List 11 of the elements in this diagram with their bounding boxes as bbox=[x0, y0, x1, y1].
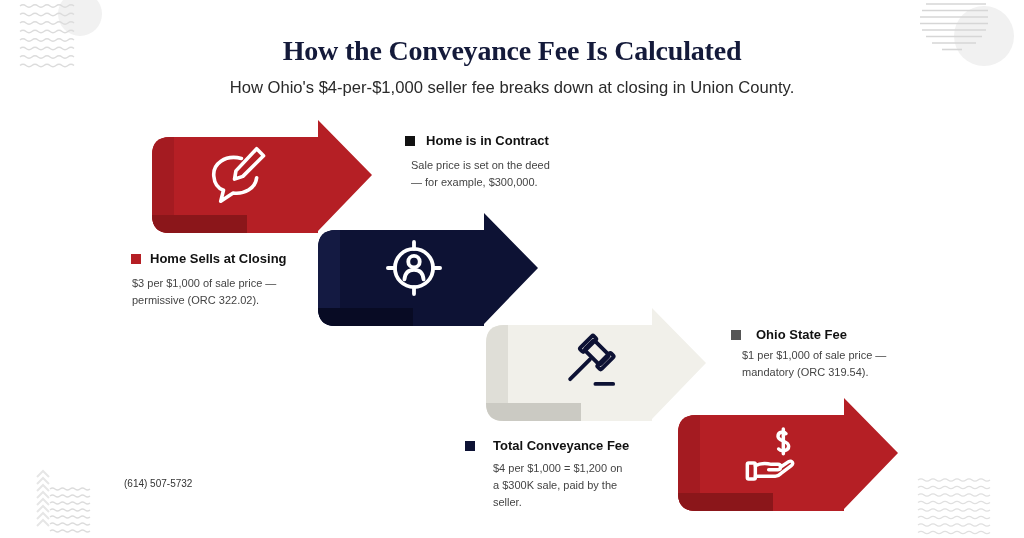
step-heading: Ohio State Fee bbox=[756, 327, 848, 343]
page-title: How the Conveyance Fee Is Calculated bbox=[282, 34, 742, 68]
phone-number: (614) 507-5732 bbox=[124, 477, 193, 490]
step-heading: Total Conveyance Fee bbox=[493, 438, 630, 454]
step-description: $3 per $1,000 of sale price — permissive (ORC 322.02). bbox=[132, 276, 278, 308]
step-description: Sale price is set on the deed — for example, $300,000. bbox=[411, 158, 551, 190]
step-description: $4 per $1,000 = $1,200 on a $300K sale, paid by the seller. bbox=[493, 461, 624, 510]
subtitle: How Ohio's $4-per-$1,000 seller fee breaks down at closing in Union County. bbox=[229, 78, 795, 98]
step-description: $1 per $1,000 of sale price — mandatory (ORC 319.54). bbox=[742, 348, 888, 380]
step-heading: Home is in Contract bbox=[426, 133, 549, 149]
step-heading: Home Sells at Closing bbox=[150, 251, 287, 267]
